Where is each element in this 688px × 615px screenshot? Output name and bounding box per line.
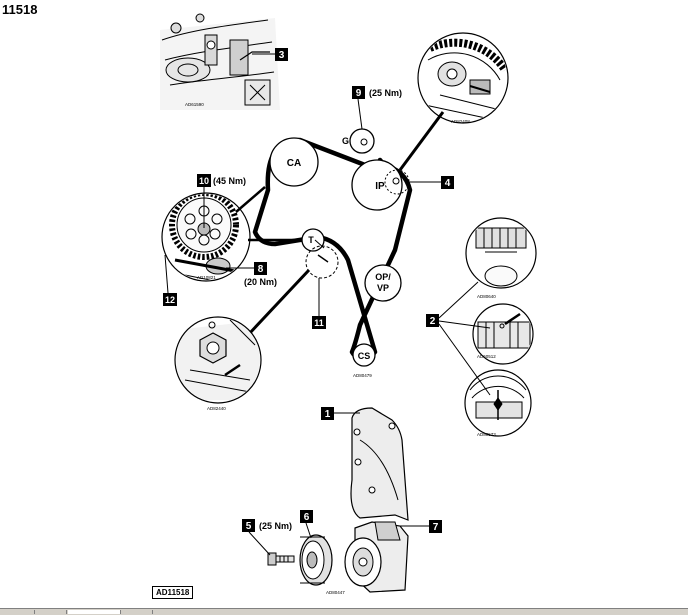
callout-11: 11 [314, 318, 324, 328]
callout-8: 8 [258, 264, 264, 275]
window-status-bar [0, 608, 688, 615]
callout-6-box [300, 510, 313, 523]
torque-9: (25 Nm) [369, 88, 402, 98]
status-segment [36, 610, 67, 614]
figure-code-tensioner: AD10821 [197, 275, 216, 280]
callout-6: 6 [304, 512, 310, 523]
camshaft-pulley: CA [269, 137, 319, 187]
figure-code-right-c: AD80573 [477, 432, 496, 437]
callout-2-box [426, 314, 439, 327]
opvp-label-2: VP [377, 283, 389, 293]
status-segment [0, 610, 35, 614]
callout-12: 12 [165, 295, 175, 305]
callout-4: 4 [445, 178, 451, 189]
ip-label: IP [375, 181, 385, 192]
figure-code-right-b: AD60512 [477, 354, 496, 359]
status-segment [68, 610, 121, 614]
callout-2: 2 [430, 316, 436, 327]
callout-7: 7 [433, 522, 439, 533]
callout-10: 10 [199, 176, 209, 186]
callout-8-box [254, 262, 267, 275]
callout-10-box [197, 174, 211, 187]
torque-10: (45 Nm) [213, 176, 246, 186]
callout-4-box [441, 176, 454, 189]
crankshaft-damper-pulley [299, 534, 333, 586]
detail-sprocket-mark-b: AD60512 [472, 303, 534, 365]
callout-5: 5 [246, 521, 252, 532]
detail-injection-pump-lock: AD82408 [417, 32, 509, 124]
oil-water-pump-pulley: OP/ VP [364, 264, 402, 302]
ca-label: CA [287, 158, 301, 169]
callout-3: 3 [279, 50, 285, 61]
document-title: 11518 [2, 2, 38, 17]
figure-code-top-right: AD82408 [451, 119, 470, 124]
callout-9: 9 [356, 88, 362, 99]
g-label: G [342, 136, 349, 146]
detail-tensioner: AD10821 [161, 192, 251, 282]
opvp-label-1: OP/ [375, 272, 391, 282]
detail-camshaft-lock [160, 13, 280, 110]
figure-code-right-a: AD80640 [477, 294, 496, 299]
detail-sprocket-mark-a: AD80640 [465, 217, 537, 299]
idler-pulley: G [342, 128, 375, 154]
torque-5: (25 Nm) [259, 521, 292, 531]
t-label: T [308, 235, 314, 245]
callout-3-box [275, 48, 288, 61]
tensioner-pulley: T [301, 228, 339, 279]
crankshaft-pulley: CS [352, 343, 376, 367]
callout-11-box [312, 316, 326, 329]
detail-sprocket-mark-c: AD80573 [464, 369, 532, 437]
torque-8: (20 Nm) [244, 277, 277, 287]
figure-code-top-left: AD61590 [185, 102, 204, 107]
timing-cover [350, 407, 409, 521]
figure-reference-code: AD11518 [152, 586, 194, 599]
lower-timing-cover [344, 521, 409, 593]
detail-tensioner-lock: AD82440 [174, 316, 262, 411]
callout-1-box [321, 407, 334, 420]
cs-label: CS [358, 351, 371, 361]
callout-7-box [429, 520, 442, 533]
callout-9-box [352, 86, 365, 99]
figure-code-detail-low: AD82440 [207, 406, 226, 411]
callout-1: 1 [325, 409, 331, 420]
callout-5-box [242, 519, 255, 532]
figure-code-bottom: AD80447 [326, 590, 345, 595]
callout-12-box [163, 293, 177, 306]
figure-code-belt: AD80479 [353, 373, 372, 378]
status-segment [122, 610, 153, 614]
crankshaft-bolt [267, 552, 295, 566]
